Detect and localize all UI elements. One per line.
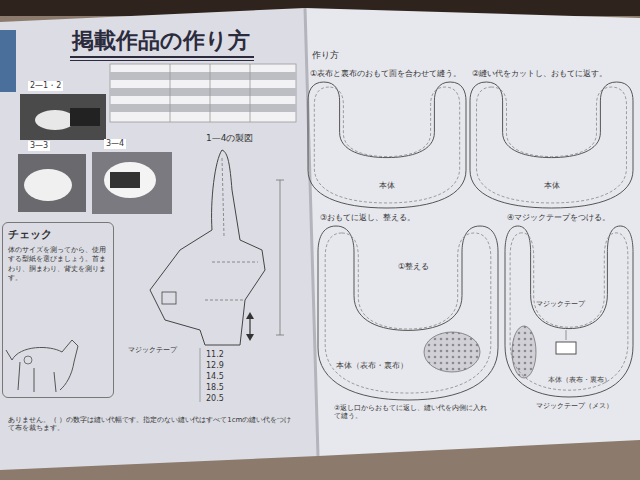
step-heading: ③おもてに返し、整える。 — [320, 212, 415, 223]
page-title: 掲載作品の作り方 — [72, 28, 250, 54]
garment-step: ④マジックテープをつける。本体（表布・裏布） — [505, 212, 633, 397]
annotation-label: 3—4 — [104, 139, 126, 149]
check-box: チェック体のサイズを測ってから、使用する型紙を選びましょう。首まわり、胴まわり、… — [2, 222, 114, 398]
annotation-label: マジックテープ — [128, 346, 177, 354]
part-label: 本体 — [379, 180, 395, 191]
box-heading: チェック — [8, 227, 108, 242]
step-heading: ①表布と裏布のおもて面を合わせて縫う。 — [310, 68, 461, 79]
annotation-label: 2—1・2 — [28, 81, 63, 91]
part-label: 本体 — [544, 180, 560, 191]
annotation-label: 11.2 — [206, 350, 224, 360]
annotation-label: 18.5 — [206, 383, 224, 393]
garment-outline — [505, 226, 633, 397]
annotation-label: 1—4の製図 — [206, 133, 253, 144]
annotation-label: 12.9 — [206, 361, 224, 371]
step-heading: ④マジックテープをつける。 — [507, 212, 610, 223]
garment-outline — [318, 226, 498, 400]
annotation-label: マジックテープ（メス） — [536, 402, 613, 410]
annotation-label: ありません。（ ）の数字は縫い代幅です。指定のない縫い代はすべて1cmの縫い代を… — [8, 416, 298, 433]
annotation-label: 14.5 — [206, 372, 224, 382]
step-heading: ②縫い代をカットし、おもてに返す。 — [472, 68, 607, 79]
box-text: 体のサイズを測ってから、使用する型紙を選びましょう。首まわり、胴まわり、背丈を測… — [8, 246, 108, 284]
annotation-label: 20.5 — [206, 394, 224, 404]
part-label: 本体（表布・裏布） — [548, 375, 611, 385]
garment-step: ③おもてに返し、整える。本体（表布・裏布） — [318, 212, 498, 400]
annotation-label: 3—3 — [28, 141, 50, 151]
part-label: 本体（表布・裏布） — [336, 360, 408, 371]
annotation-label: ①整える — [398, 262, 429, 272]
garment-step: ②縫い代をカットし、おもてに返す。本体 — [470, 68, 633, 208]
garment-step: ①表布と裏布のおもて面を合わせて縫う。本体 — [308, 68, 466, 208]
annotation-label: マジックテープ — [536, 300, 585, 308]
annotation-label: ②返し口からおもてに返し、縫い代を内側に入れて縫う。 — [334, 404, 494, 421]
annotation-label: 作り方 — [312, 50, 339, 61]
